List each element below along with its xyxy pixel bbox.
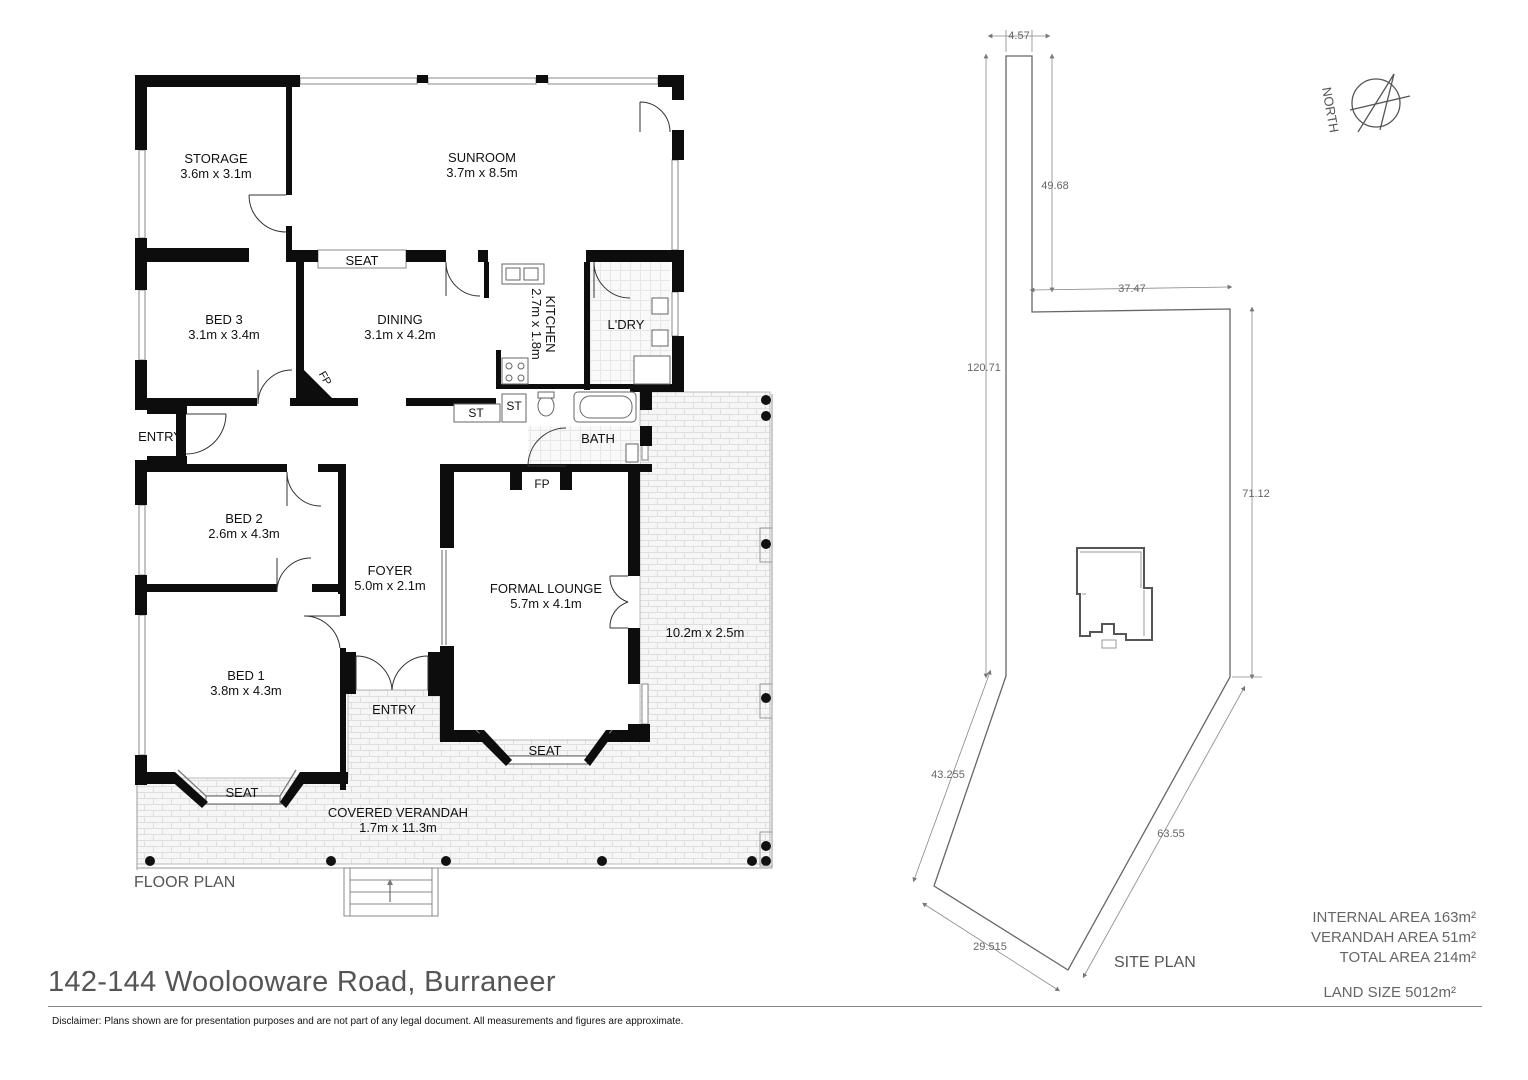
site-dim-lower-right: 63.55 bbox=[1157, 828, 1185, 840]
disclaimer: Disclaimer: Plans shown are for presenta… bbox=[52, 1016, 684, 1027]
site-plan: 4.57 49.68 37.47 120.71 71.12 43.255 63.… bbox=[912, 30, 1411, 992]
site-dim-left: 120.71 bbox=[967, 362, 1001, 374]
site-dim-top: 4.57 bbox=[1008, 30, 1029, 42]
kitchen-name: KITCHEN bbox=[543, 295, 558, 352]
kitchen-size: 2.7m x 1.8m bbox=[529, 288, 544, 360]
bed2-name: BED 2 bbox=[225, 511, 263, 526]
internal-area: INTERNAL AREA 163m² bbox=[1312, 909, 1476, 926]
fixtures bbox=[453, 263, 671, 463]
total-area: TOTAL AREA 214m² bbox=[1339, 949, 1476, 966]
seat-bed1-label: SEAT bbox=[226, 785, 259, 800]
bed2-size: 2.6m x 4.3m bbox=[208, 526, 280, 541]
bed3-size: 3.1m x 3.4m bbox=[188, 327, 260, 342]
foyer-size: 5.0m x 2.1m bbox=[354, 578, 426, 593]
st-label-1: ST bbox=[468, 406, 484, 420]
site-dimension-labels: 4.57 49.68 37.47 120.71 71.12 43.255 63.… bbox=[931, 30, 1270, 953]
bed1-size: 3.8m x 4.3m bbox=[210, 683, 282, 698]
north-arrow-icon bbox=[1349, 73, 1411, 133]
entry-side-name: ENTRY bbox=[138, 429, 182, 444]
room-labels: STORAGE 3.6m x 3.1m SUNROOM 3.7m x 8.5m … bbox=[138, 150, 744, 835]
front-steps bbox=[343, 867, 439, 917]
floor-plan-label: FLOOR PLAN bbox=[134, 874, 235, 891]
fp-lounge-label: FP bbox=[534, 477, 549, 491]
verandah-posts bbox=[145, 395, 771, 866]
seat-dining-label: SEAT bbox=[346, 253, 379, 268]
covered-verandah-size: 1.7m x 11.3m bbox=[359, 820, 437, 835]
site-dim-lower-left: 43.255 bbox=[931, 769, 965, 781]
land-size: LAND SIZE 5012m² bbox=[1323, 984, 1456, 1001]
sunroom-size: 3.7m x 8.5m bbox=[446, 165, 518, 180]
site-dim-right: 71.12 bbox=[1242, 488, 1270, 500]
windows bbox=[138, 77, 679, 756]
walls bbox=[135, 75, 684, 790]
site-dim-upper-right: 49.68 bbox=[1041, 180, 1069, 192]
site-boundary bbox=[933, 55, 1231, 971]
bed3-name: BED 3 bbox=[205, 312, 243, 327]
st-label-2: ST bbox=[506, 399, 522, 413]
seat-lounge-label: SEAT bbox=[529, 743, 562, 758]
dining-name: DINING bbox=[377, 312, 423, 327]
storage-name: STORAGE bbox=[184, 151, 248, 166]
site-house-footprint bbox=[1076, 547, 1153, 641]
divider bbox=[48, 1006, 1482, 1007]
site-plan-label: SITE PLAN bbox=[1114, 954, 1196, 971]
bed1-name: BED 1 bbox=[227, 668, 265, 683]
floor-plan: STORAGE 3.6m x 3.1m SUNROOM 3.7m x 8.5m … bbox=[134, 75, 773, 917]
laundry-name: L'DRY bbox=[608, 317, 645, 332]
storage-size: 3.6m x 3.1m bbox=[180, 166, 252, 181]
formal-lounge-name: FORMAL LOUNGE bbox=[490, 581, 603, 596]
site-dimension-lines bbox=[912, 30, 1262, 992]
bath-name: BATH bbox=[581, 431, 615, 446]
area-summary: INTERNAL AREA 163m² VERANDAH AREA 51m² T… bbox=[1311, 908, 1476, 968]
property-address: 142-144 Woolooware Road, Burraneer bbox=[48, 966, 556, 998]
doors bbox=[185, 101, 671, 691]
side-verandah-size: 10.2m x 2.5m bbox=[666, 625, 745, 640]
formal-lounge-size: 5.7m x 4.1m bbox=[510, 596, 582, 611]
sunroom-name: SUNROOM bbox=[448, 150, 516, 165]
dining-size: 3.1m x 4.2m bbox=[364, 327, 436, 342]
north-label: NORTH bbox=[1319, 86, 1342, 134]
covered-verandah-name: COVERED VERANDAH bbox=[328, 805, 468, 820]
foyer-name: FOYER bbox=[368, 563, 413, 578]
site-dim-notch: 37.47 bbox=[1118, 283, 1146, 295]
verandah-area: VERANDAH AREA 51m² bbox=[1310, 929, 1476, 946]
entry-front-name: ENTRY bbox=[372, 702, 416, 717]
site-dim-bottom: 29.515 bbox=[973, 941, 1007, 953]
